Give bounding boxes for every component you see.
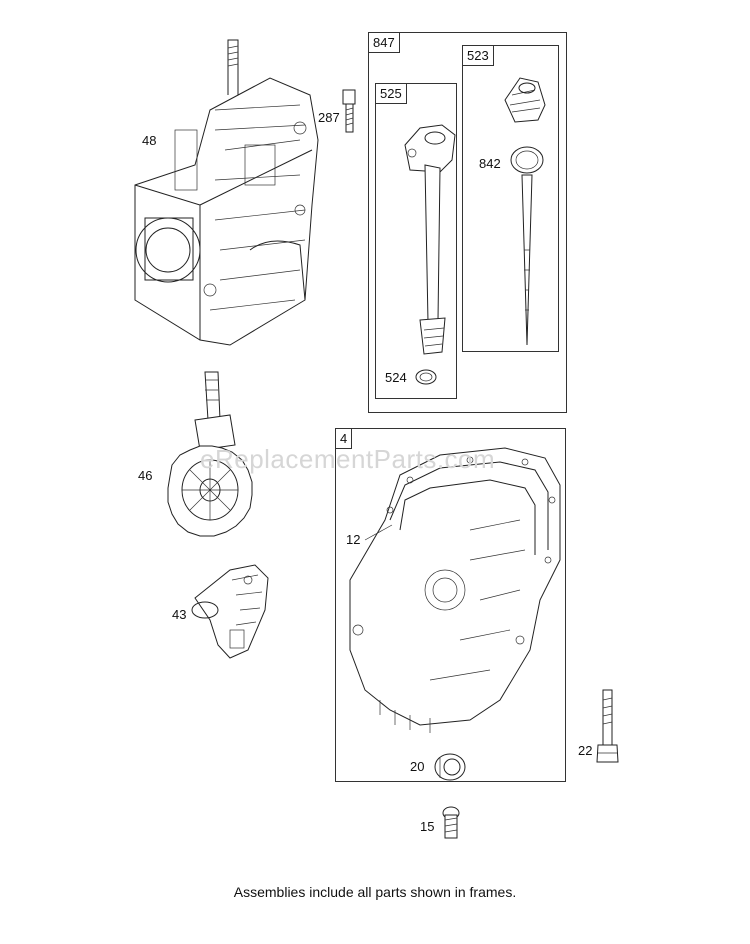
oring-illustration [415, 369, 437, 385]
callout-287: 287 [318, 110, 340, 125]
dipstick-tube-illustration [404, 124, 456, 355]
frame-tag-4: 4 [336, 429, 353, 449]
oil-seal-illustration [434, 753, 466, 781]
watermark: eReplacementParts.com [200, 444, 496, 474]
bolt-illustration [596, 689, 619, 763]
plug-illustration [442, 806, 460, 839]
callout-22: 22 [578, 743, 593, 758]
frame-tag-847: 847 [369, 33, 400, 53]
cylinder-block-illustration [134, 39, 319, 346]
dipstick-cap-illustration [504, 77, 546, 123]
callout-48: 48 [142, 133, 157, 148]
callout-20: 20 [410, 759, 425, 774]
callout-43: 43 [172, 607, 187, 622]
frame-847: 847 [368, 32, 567, 413]
frame-tag-523: 523 [463, 46, 494, 66]
callout-46: 46 [138, 468, 153, 483]
callout-12: 12 [346, 532, 361, 547]
frame-tag-525: 525 [376, 84, 407, 104]
sump-illustration [349, 447, 561, 733]
breather-screw-illustration [342, 89, 356, 133]
callout-15: 15 [420, 819, 435, 834]
caption: Assemblies include all parts shown in fr… [233, 884, 517, 900]
governor-illustration [191, 564, 269, 659]
frame-4: 4 [335, 428, 566, 782]
dipstick-illustration [510, 146, 544, 346]
frame-525: 525 [375, 83, 457, 399]
callout-842: 842 [479, 156, 501, 171]
callout-524: 524 [385, 370, 407, 385]
frame-523: 523 [462, 45, 559, 352]
crankshaft-gear-illustration [167, 371, 253, 537]
